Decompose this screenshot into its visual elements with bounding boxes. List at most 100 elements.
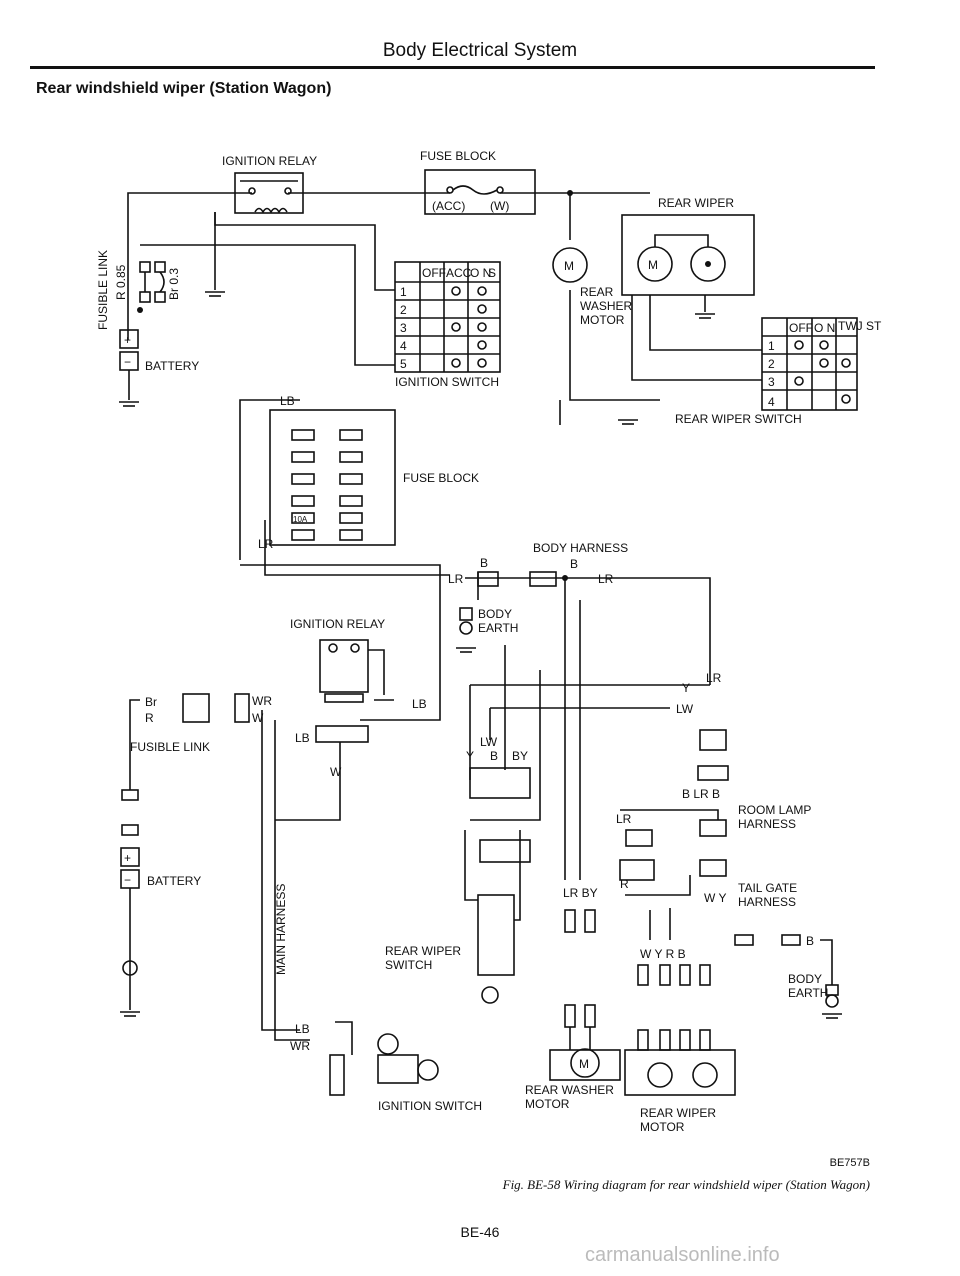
svg-text:MOTOR: MOTOR bbox=[640, 1120, 685, 1134]
svg-text:+: + bbox=[124, 333, 131, 347]
figure-code: BE757B bbox=[829, 1157, 870, 1169]
w-label: (W) bbox=[490, 199, 509, 213]
svg-text:LB: LB bbox=[295, 1022, 310, 1036]
svg-text:BY: BY bbox=[512, 749, 528, 763]
svg-text:HARNESS: HARNESS bbox=[738, 895, 796, 909]
svg-text:MOTOR: MOTOR bbox=[580, 313, 625, 327]
svg-text:WR: WR bbox=[252, 694, 272, 708]
rear-wiper-switch-label-top: REAR WIPER SWITCH bbox=[675, 412, 802, 426]
fuse-block-label-mid: FUSE BLOCK bbox=[403, 471, 479, 485]
washer-motor-symbol-top bbox=[552, 247, 588, 283]
section-title: Rear windshield wiper (Station Wagon) bbox=[36, 80, 332, 97]
svg-text:4: 4 bbox=[400, 339, 407, 353]
svg-text:B: B bbox=[806, 934, 814, 948]
br03-label: Br 0.3 bbox=[167, 268, 181, 300]
svg-text:LR: LR bbox=[598, 572, 614, 586]
svg-text:W: W bbox=[330, 765, 342, 779]
svg-text:M: M bbox=[648, 258, 658, 272]
rear-wiper-switch-table: OFF O N TWJ ST 1 2 3 4 bbox=[761, 317, 882, 411]
svg-text:3: 3 bbox=[400, 321, 407, 335]
svg-text:O N: O N bbox=[814, 321, 835, 335]
svg-text:SWITCH: SWITCH bbox=[385, 958, 432, 972]
svg-text:LB: LB bbox=[412, 697, 427, 711]
fuse-10a-label: 10A bbox=[293, 515, 308, 524]
svg-text:S: S bbox=[488, 266, 496, 280]
svg-text:−: − bbox=[124, 355, 131, 369]
svg-text:Br: Br bbox=[145, 695, 157, 709]
ignition-switch-label-low: IGNITION SWITCH bbox=[378, 1099, 482, 1113]
fuse-block-top-box bbox=[424, 169, 536, 215]
svg-text:5: 5 bbox=[400, 357, 407, 371]
svg-text:−: − bbox=[124, 873, 131, 887]
svg-text:2: 2 bbox=[400, 303, 407, 317]
body-earth-label-mid: BODY bbox=[478, 607, 512, 621]
ignition-switch-table: OFF ACC O N S 1 2 3 4 5 bbox=[394, 261, 501, 373]
svg-text:O N: O N bbox=[470, 266, 491, 280]
fuse-block-mid bbox=[269, 409, 396, 546]
svg-text:B: B bbox=[570, 557, 578, 571]
acc-label: (ACC) bbox=[432, 199, 465, 213]
svg-text:B: B bbox=[490, 749, 498, 763]
svg-text:Y: Y bbox=[682, 681, 690, 695]
svg-text:LR: LR bbox=[448, 572, 464, 586]
battery-label-low: BATTERY bbox=[147, 874, 201, 888]
battery-label-top: BATTERY bbox=[145, 359, 199, 373]
page-header: Body Electrical System bbox=[382, 40, 578, 61]
svg-text:1: 1 bbox=[400, 285, 407, 299]
fusible-link-label-top: FUSIBLE LINK bbox=[96, 250, 110, 330]
rear-wiper-label-top: REAR WIPER bbox=[658, 196, 734, 210]
header-rule bbox=[30, 66, 875, 69]
svg-text:EARTH: EARTH bbox=[478, 621, 518, 635]
room-lamp-harness-label: ROOM LAMP bbox=[738, 803, 811, 817]
svg-text:+: + bbox=[124, 851, 131, 865]
fuse-block-label-top: FUSE BLOCK bbox=[420, 149, 496, 163]
rear-wiper-motor-box-low bbox=[624, 1049, 736, 1096]
svg-text:LB: LB bbox=[295, 731, 310, 745]
svg-text:W Y R B: W Y R B bbox=[640, 947, 686, 961]
svg-text:HARNESS: HARNESS bbox=[738, 817, 796, 831]
ignition-relay-label-top: IGNITION RELAY bbox=[222, 154, 317, 168]
svg-text:LR BY: LR BY bbox=[563, 886, 598, 900]
svg-text:M: M bbox=[579, 1057, 589, 1071]
svg-text:LW: LW bbox=[480, 735, 498, 749]
body-earth-label-low: BODY bbox=[788, 972, 822, 986]
svg-text:EARTH: EARTH bbox=[788, 986, 828, 1000]
rear-washer-motor-label-low: REAR WASHER bbox=[525, 1083, 614, 1097]
ignition-switch-label-top: IGNITION SWITCH bbox=[395, 375, 499, 389]
svg-text:LR: LR bbox=[706, 671, 722, 685]
svg-text:TWJ ST: TWJ ST bbox=[838, 319, 882, 333]
svg-text:LR: LR bbox=[258, 537, 274, 551]
svg-text:LB: LB bbox=[280, 394, 295, 408]
svg-text:1: 1 bbox=[768, 339, 775, 353]
svg-text:MOTOR: MOTOR bbox=[525, 1097, 570, 1111]
svg-text:LW: LW bbox=[676, 702, 694, 716]
rear-wiper-switch-label-low: REAR WIPER bbox=[385, 944, 461, 958]
svg-text:WR: WR bbox=[290, 1039, 310, 1053]
svg-text:R: R bbox=[145, 711, 154, 725]
main-harness-label: MAIN HARNESS bbox=[274, 884, 288, 975]
svg-text:4: 4 bbox=[768, 395, 775, 409]
ignition-relay-label-mid: IGNITION RELAY bbox=[290, 617, 385, 631]
tail-gate-harness-label: TAIL GATE bbox=[738, 881, 797, 895]
rear-washer-motor-label-top: REAR bbox=[580, 285, 614, 299]
body-harness-label: BODY HARNESS bbox=[533, 541, 628, 555]
svg-text:Y: Y bbox=[466, 749, 474, 763]
svg-text:M: M bbox=[564, 259, 574, 273]
figure-caption: Fig. BE-58 Wiring diagram for rear winds… bbox=[502, 1177, 870, 1192]
rear-wiper-motor-label-low: REAR WIPER bbox=[640, 1106, 716, 1120]
svg-text:WASHER: WASHER bbox=[580, 299, 633, 313]
svg-text:W Y: W Y bbox=[704, 891, 726, 905]
svg-text:R: R bbox=[620, 877, 629, 891]
r085-label: R 0.85 bbox=[114, 264, 128, 300]
svg-text:OFF: OFF bbox=[789, 321, 813, 335]
washer-motor-symbol-low bbox=[570, 1048, 600, 1078]
svg-text:B LR B: B LR B bbox=[682, 787, 720, 801]
svg-text:LR: LR bbox=[616, 812, 632, 826]
svg-text:OFF: OFF bbox=[422, 266, 446, 280]
rear-wiper-box-top bbox=[621, 214, 755, 296]
svg-text:B: B bbox=[480, 556, 488, 570]
svg-text:2: 2 bbox=[768, 357, 775, 371]
page-number: BE-46 bbox=[460, 1224, 500, 1240]
svg-text:ACC: ACC bbox=[446, 266, 472, 280]
